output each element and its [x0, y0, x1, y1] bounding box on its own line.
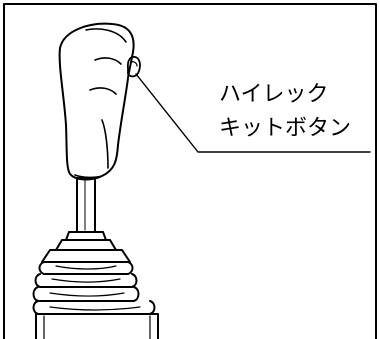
joystick-shaft — [76, 177, 96, 233]
callout-label-line-1: ハイレック — [219, 82, 329, 107]
joystick-boot — [32, 231, 159, 339]
callout-label: ハイレック キットボタン — [219, 78, 351, 146]
hilock-kit-button — [126, 55, 141, 78]
figure-border — [3, 3, 377, 339]
joystick-grip — [58, 22, 135, 181]
callout-label-line-2: キットボタン — [219, 116, 352, 141]
callout-leader-line — [135, 73, 371, 153]
